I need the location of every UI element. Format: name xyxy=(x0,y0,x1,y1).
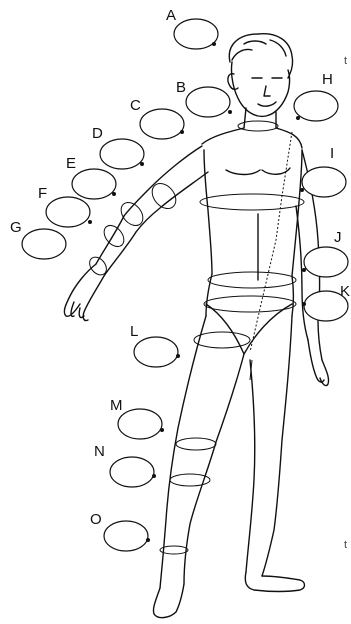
bubble-m xyxy=(118,409,162,439)
bubble-d xyxy=(100,139,144,169)
knee-measure xyxy=(176,438,216,450)
label-h: H xyxy=(322,71,333,88)
left-hand xyxy=(64,264,104,321)
bubble-g xyxy=(22,229,66,259)
bubble-j xyxy=(304,247,348,277)
left-foot xyxy=(153,584,184,618)
waist-measure xyxy=(208,272,296,288)
label-b: B xyxy=(176,79,186,96)
bubble-h xyxy=(294,91,338,121)
right-leg xyxy=(246,316,292,576)
bubble-o xyxy=(104,521,148,551)
label-c: C xyxy=(130,97,141,114)
hair xyxy=(229,34,292,78)
bubble-n xyxy=(110,457,154,487)
bubble-a xyxy=(174,19,218,49)
upper-arm-measure xyxy=(147,179,180,213)
label-i: I xyxy=(330,145,334,162)
label-l: L xyxy=(130,323,138,340)
chest-detail xyxy=(226,168,290,280)
right-foot xyxy=(245,572,304,592)
label-n: N xyxy=(94,443,105,460)
head-outline xyxy=(231,62,289,116)
face-features xyxy=(252,78,282,106)
bubble-f xyxy=(46,197,90,227)
measurement-lines xyxy=(86,121,304,554)
edge-mark-bottom: t xyxy=(344,539,347,551)
right-hand xyxy=(308,340,329,386)
label-m: M xyxy=(110,397,123,414)
label-d: D xyxy=(92,125,103,142)
label-f: F xyxy=(38,185,47,202)
bubble-e xyxy=(72,169,116,199)
edge-mark-top: t xyxy=(344,55,347,67)
label-o: O xyxy=(90,511,102,528)
label-k: K xyxy=(340,283,350,300)
label-a: A xyxy=(166,7,176,24)
bubble-l xyxy=(134,337,178,367)
letter-labels: A B C D E F G H I J K L M N O xyxy=(10,7,350,528)
label-g: G xyxy=(10,219,22,236)
bubble-i xyxy=(302,167,346,197)
human-figure xyxy=(64,34,328,618)
forearm-measure xyxy=(100,222,128,251)
bubble-b xyxy=(186,87,230,117)
chest-measure xyxy=(200,194,304,210)
label-j: J xyxy=(334,229,342,246)
label-e: E xyxy=(66,155,76,172)
torso-left xyxy=(204,150,212,274)
hip-measure xyxy=(204,296,296,312)
callout-bubbles xyxy=(22,19,348,551)
thigh-measure xyxy=(194,332,250,348)
bubble-c xyxy=(140,109,184,139)
wrist-measure xyxy=(86,254,110,278)
